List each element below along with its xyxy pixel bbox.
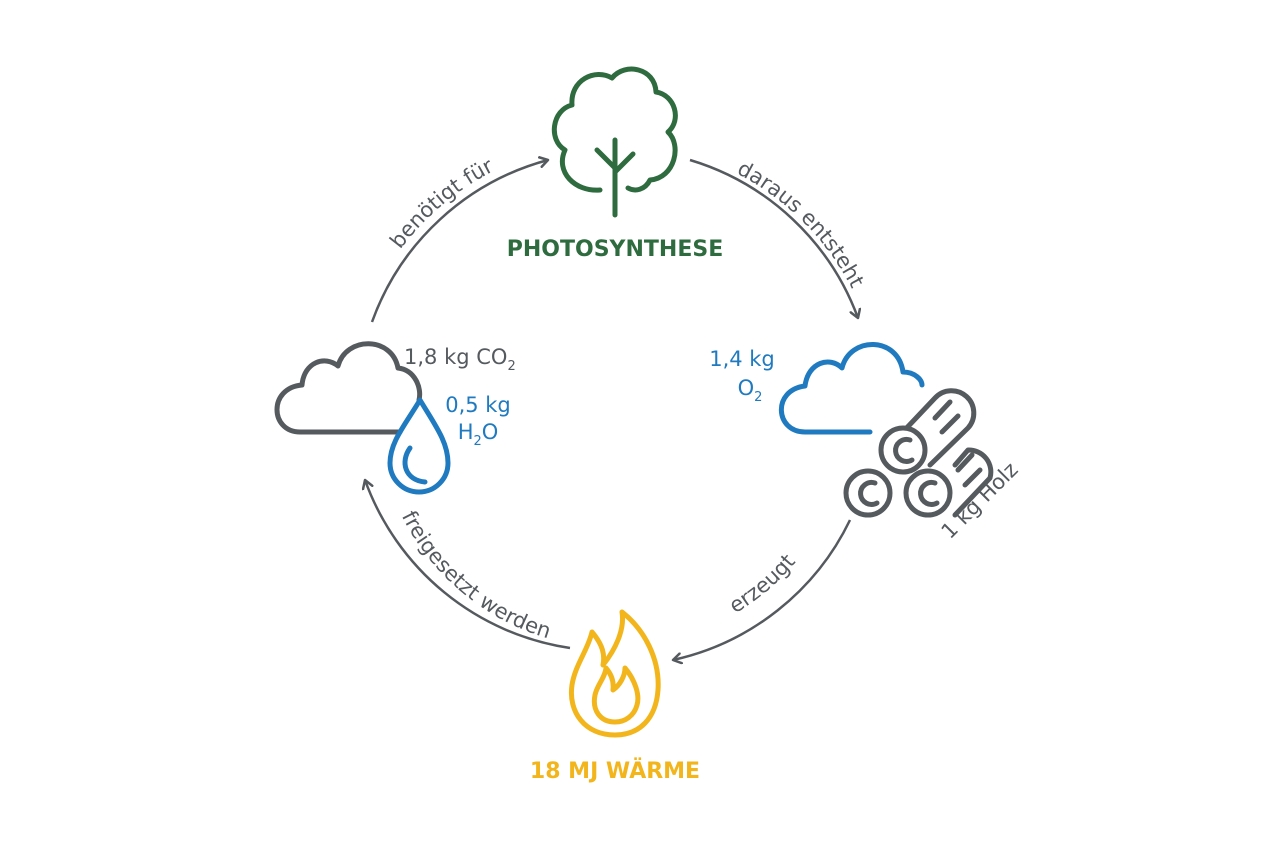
heat-label: 18 MJ WÄRME <box>530 758 700 784</box>
cloud-icon <box>274 341 423 435</box>
tree-icon <box>551 66 678 218</box>
photosynthesis-label: PHOTOSYNTHESE <box>507 237 723 262</box>
flame-icon <box>568 609 661 738</box>
h2o-amount: 0,5 kg <box>445 393 511 417</box>
label-produces: erzeugt <box>725 549 800 618</box>
cloud-icon <box>778 342 925 435</box>
arrow-to-products <box>689 158 858 318</box>
arrow-to-heat <box>673 519 852 660</box>
h2o-formula: H2O <box>458 420 499 449</box>
arrow-to-emissions <box>365 480 571 650</box>
label-needed-for: benötigt für <box>385 154 497 253</box>
label-released: freigesetzt werden <box>397 507 554 643</box>
logs-icon <box>843 388 994 518</box>
o2-amount: 1,4 kg <box>709 347 775 371</box>
co2-amount: 1,8 kg CO2 <box>404 345 516 374</box>
label-results-in: daraus entsteht <box>734 156 869 291</box>
o2-formula: O2 <box>738 376 763 405</box>
arrow-to-photosynthesis <box>370 160 548 323</box>
water-drop-icon <box>387 397 451 495</box>
